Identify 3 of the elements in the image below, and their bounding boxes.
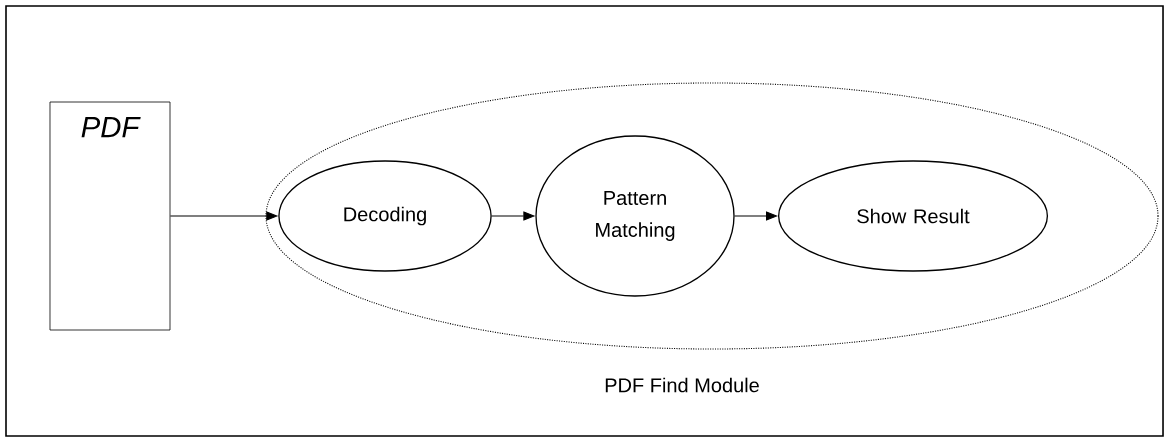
module-caption: PDF Find Module xyxy=(605,377,759,393)
arrow xyxy=(734,211,778,221)
document-box: PDF xyxy=(49,101,171,331)
